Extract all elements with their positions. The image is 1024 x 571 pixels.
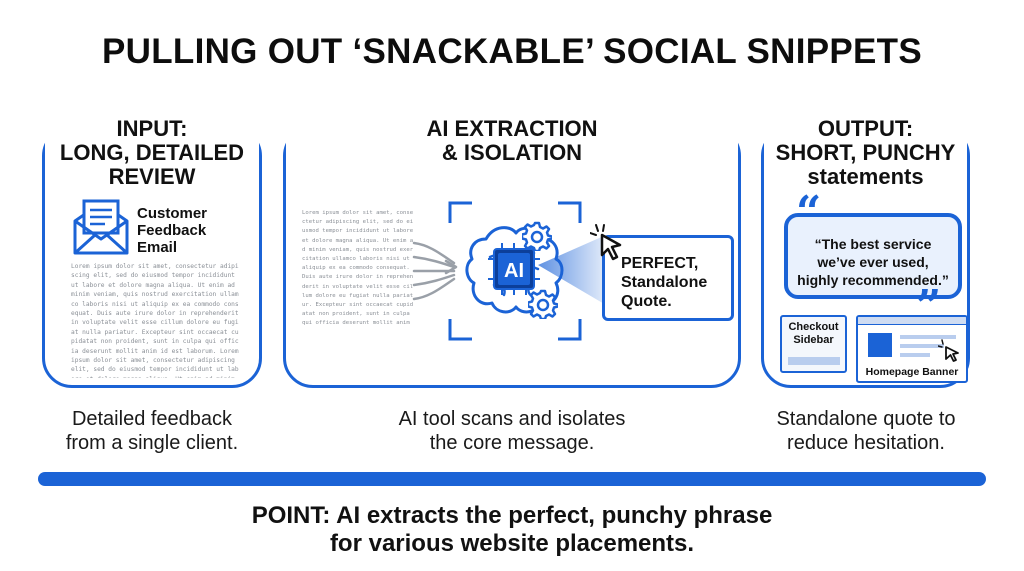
email-label-line: Feedback [137,222,207,239]
scan-arrows-icon [412,241,458,301]
checkout-bar [788,357,840,365]
ai-heading-line: & ISOLATION [286,141,738,165]
page-title: PULLING OUT ‘SNACKABLE’ SOCIAL SNIPPETS [101,32,922,71]
input-heading-line: LONG, DETAILED [45,141,259,165]
extracted-quote-box: PERFECT, Standalone Quote. [602,235,734,321]
checkout-label-line: Checkout [788,321,839,333]
checkout-label-line: Sidebar [793,334,834,346]
output-panel-heading: OUTPUT: SHORT, PUNCHY statements [764,117,967,189]
email-label-line: Email [137,239,178,256]
quote-speech-bubble: “The best service we’ve ever used, highl… [784,213,962,299]
banner-text-line [900,353,930,357]
ai-caption: AI tool scans and isolates the core mess… [320,407,704,455]
gear-icon [528,289,558,319]
output-heading-line: OUTPUT: [764,117,967,141]
mouse-pointer-icon [938,339,959,362]
ai-panel: AI EXTRACTION & ISOLATION Lorem ipsum do… [283,117,741,388]
input-panel-heading: INPUT: LONG, DETAILED REVIEW [45,117,259,189]
banner-image-block [868,333,892,357]
envelope-letter-icon [73,199,129,255]
input-heading-line: INPUT: [45,117,259,141]
output-heading-line: SHORT, PUNCHY [764,141,967,165]
input-caption-line: Detailed feedback [71,408,233,430]
extracted-quote-line: PERFECT, [621,255,699,272]
ai-caption-line: AI tool scans and isolates [398,408,626,430]
banner-text-line [900,344,944,348]
open-quote-icon: “ [796,187,822,238]
email-label: Customer Feedback Email [137,205,207,256]
review-body-text: Lorem ipsum dolor sit amet, consectetur … [71,263,239,378]
output-caption-line: reduce hesitation. [787,432,945,454]
browser-bar [858,317,966,325]
checkout-sidebar-mockup: Checkout Sidebar [780,315,847,373]
input-heading-line: REVIEW [45,165,259,189]
input-panel: INPUT: LONG, DETAILED REVIEW Customer Fe… [42,117,262,388]
ai-heading-line: AI EXTRACTION [286,117,738,141]
point-line: for various website placements. [329,530,695,557]
gear-icon [522,221,552,251]
divider-bar [38,472,986,486]
input-caption-line: from a single client. [65,432,239,454]
extracted-quote-line: Quote. [621,293,672,310]
spotlight-beam-icon [538,235,606,305]
banner-label: Homepage Banner [865,366,959,378]
email-label-line: Customer [137,205,208,222]
mouse-pointer-icon [590,224,622,261]
extracted-quote-line: Standalone [621,274,708,291]
banner-text-line [900,335,956,339]
scanned-text: Lorem ipsum dolor sit amet, consectetur … [302,210,414,327]
point-line: POINT: AI extracts the perfect, punchy p… [251,502,773,529]
output-quote-line: “The best service [814,236,932,252]
ai-chip-label: AI [504,260,524,282]
input-caption: Detailed feedback from a single client. [32,407,272,455]
ai-panel-heading: AI EXTRACTION & ISOLATION [286,117,738,165]
output-caption-line: Standalone quote to [776,408,956,430]
focus-frame-icon [448,201,582,341]
output-quote-line: highly recommended.” [797,272,949,288]
output-heading-line: statements [764,165,967,189]
point-summary: POINT: AI extracts the perfect, punchy p… [0,502,1024,558]
output-quote-line: we’ve ever used, [817,254,929,270]
homepage-banner-mockup: Homepage Banner [856,315,968,383]
output-caption: Standalone quote to reduce hesitation. [746,407,986,455]
ai-caption-line: the core message. [429,432,595,454]
output-panel: OUTPUT: SHORT, PUNCHY statements “The be… [761,117,970,388]
